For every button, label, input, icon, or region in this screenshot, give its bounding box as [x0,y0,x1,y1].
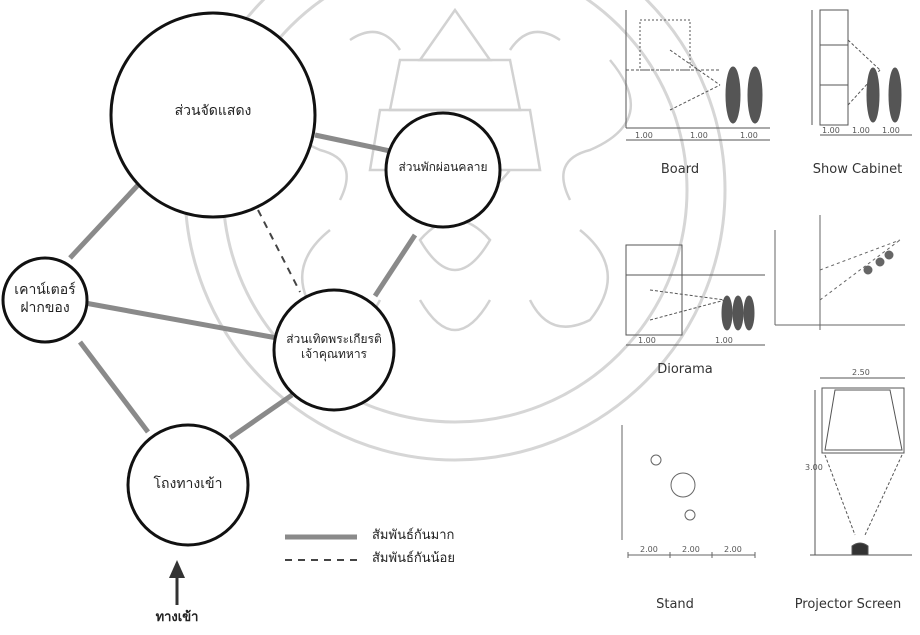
cabinet-dim-3: 1.00 [882,126,900,135]
display-angle-sketch [774,215,905,330]
board-sketch [625,10,770,141]
stand-sketch [621,425,756,558]
edge-exhibition-counter [68,183,140,260]
board-dim-1: 1.00 [635,131,653,140]
node-counter-label: เคาน์เตอร์ ฝากของ [14,282,76,316]
legend-strong-label: สัมพันธ์กันมาก [372,528,455,543]
node-exhibition-label: ส่วนจัดแสดง [174,103,252,119]
node-rest [384,111,502,229]
projector-screen-sketch [810,377,912,556]
node-royal-label: ส่วนเทิดพระเกียรติ เจ้าคุณทหาร [286,332,382,361]
edge-royal-lobby [228,392,294,441]
edge-exhibition-rest [314,132,396,155]
node-rest-label: ส่วนพักผ่อนคลาย [398,160,488,174]
edge-counter-royal [84,300,278,341]
screen-dim-1: 2.50 [852,368,870,377]
board-dim-2: 1.00 [690,131,708,140]
cabinet-dim-1: 1.00 [822,126,840,135]
node-lobby-label: โถงทางเข้า [153,476,223,492]
node-exhibition [109,11,317,219]
edge-exhibition-royal [257,209,301,293]
caption-board: Board [660,162,700,177]
edge-counter-lobby [78,340,150,434]
diorama-sketch [625,244,765,346]
diorama-dim-1: 1.00 [638,336,656,345]
caption-projector-screen: Projector Screen [794,597,902,612]
legend-weak-label: สัมพันธ์กันน้อย [372,551,455,566]
entrance-label: ทางเข้า [155,610,199,625]
caption-show-cabinet: Show Cabinet [812,162,903,177]
board-dim-3: 1.00 [740,131,758,140]
cabinet-dim-2: 1.00 [852,126,870,135]
stand-dim-2: 2.00 [682,545,700,554]
stand-dim-3: 2.00 [724,545,742,554]
show-cabinet-sketch [811,9,912,136]
screen-dim-2: 3.00 [805,463,823,472]
edge-rest-royal [372,233,418,298]
node-royal [272,288,396,412]
node-lobby [126,423,250,547]
caption-stand: Stand [656,597,694,612]
node-counter [1,256,89,344]
diorama-dim-2: 1.00 [715,336,733,345]
stand-dim-1: 2.00 [640,545,658,554]
caption-diorama: Diorama [657,362,713,377]
entrance-arrow-icon [169,560,185,605]
